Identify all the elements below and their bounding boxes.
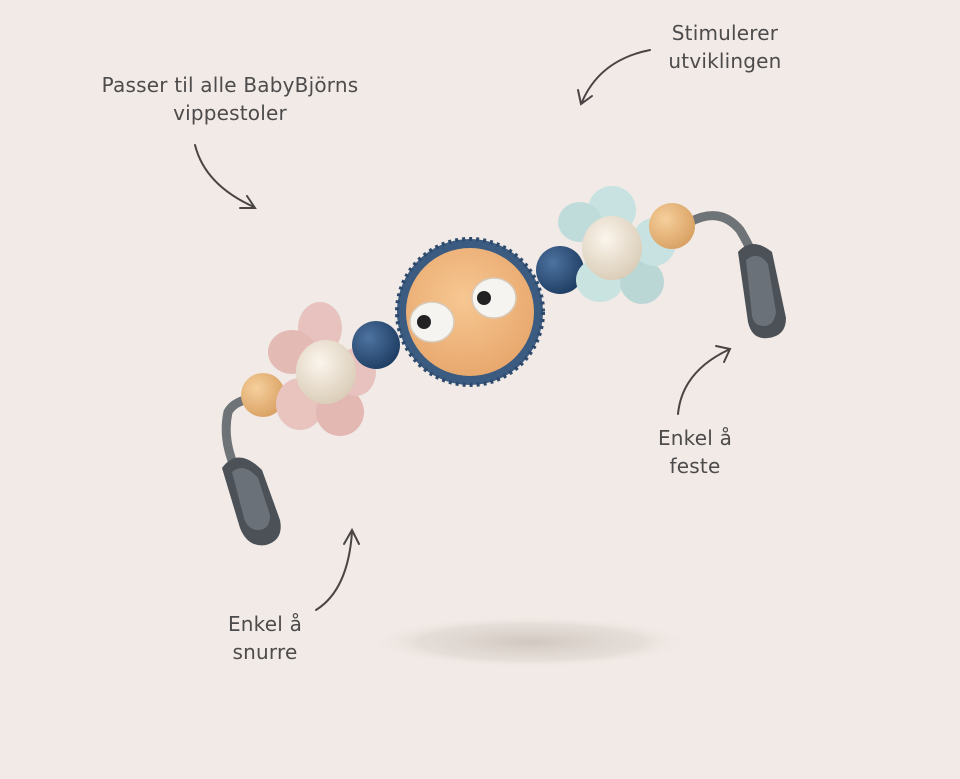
arrow-attach-head xyxy=(715,345,732,363)
arrow-attach xyxy=(677,349,729,415)
arrow-spin xyxy=(315,531,353,611)
label-attach-line1: Enkel å xyxy=(657,426,733,450)
bead-tan-left xyxy=(241,373,285,417)
arrow-stim-head xyxy=(577,89,593,106)
label-spin-line2: snurre xyxy=(232,640,298,664)
label-stimulates-development: Stimulerer utviklingen xyxy=(640,19,810,75)
bead-blue-right xyxy=(536,246,584,294)
label-easy-spin: Enkel å snurre xyxy=(190,610,340,666)
label-attach-line2: feste xyxy=(669,454,721,478)
arrow-spin-head xyxy=(343,527,360,545)
label-fits-line1: Passer til alle BabyBjörns xyxy=(101,73,359,97)
clip-left xyxy=(222,457,281,546)
label-stim-line1: Stimulerer xyxy=(671,21,779,45)
label-fits-all-bouncers: Passer til alle BabyBjörns vippestoler xyxy=(80,71,380,127)
label-fits-line2: vippestoler xyxy=(173,101,287,125)
arrow-fits xyxy=(194,144,255,208)
arrow-stim xyxy=(581,49,651,103)
floor-shadow xyxy=(370,616,690,668)
bead-blue-left xyxy=(352,321,400,369)
face-disk xyxy=(395,237,545,387)
label-spin-line1: Enkel å xyxy=(227,612,303,636)
clip-right xyxy=(738,244,786,339)
flower-pink xyxy=(268,302,376,436)
label-easy-attach: Enkel å feste xyxy=(620,424,770,480)
arrow-fits-head xyxy=(239,195,257,209)
bead-tan-right xyxy=(649,203,695,249)
label-stim-line2: utviklingen xyxy=(668,49,782,73)
flower-mint xyxy=(558,186,676,304)
